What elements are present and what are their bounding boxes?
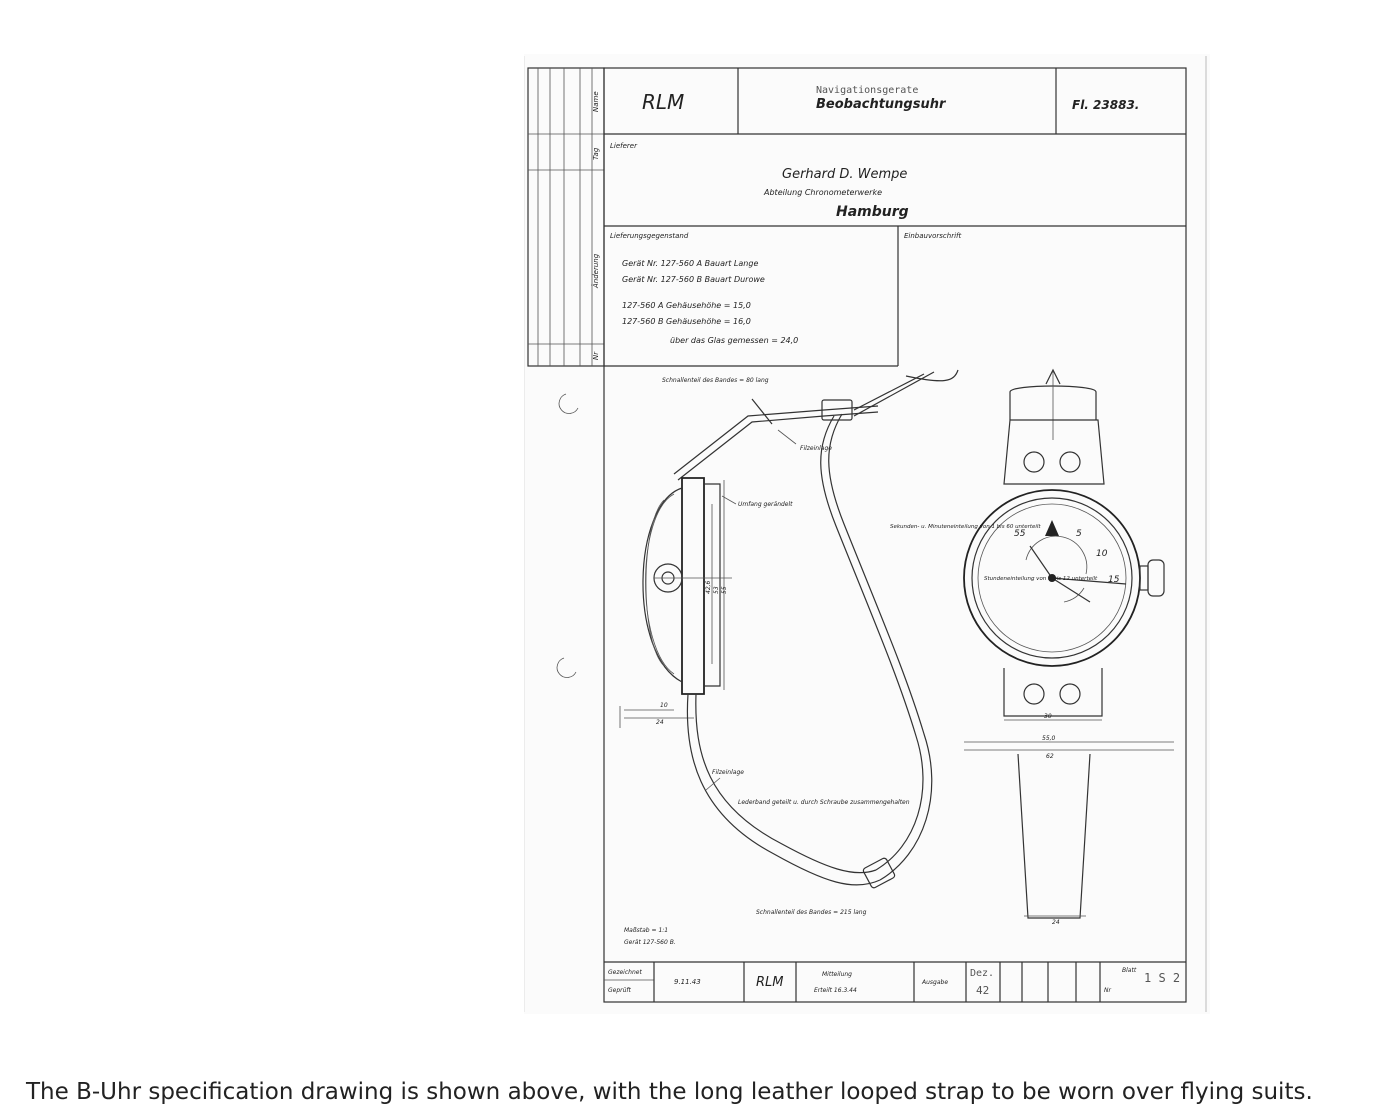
supplier-label: Lieferer: [610, 142, 638, 150]
drawing-frame: [603, 67, 1187, 1003]
specification-drawing: Name Tag Änderung Nr RLM Navigationsgera…: [524, 54, 1210, 1014]
footer-drawn: Gezeichnet: [608, 969, 642, 976]
dim-front-2: 55,0: [1042, 735, 1056, 742]
revision-strip: Name Tag Änderung Nr: [527, 67, 605, 367]
note-felt-pad-top: Filzeinlage: [800, 445, 832, 452]
title-name: Beobachtungsuhr: [816, 97, 947, 112]
note-felt-pad-bottom: Filzeinlage: [712, 769, 744, 776]
dim-dial-1: 42,6: [705, 580, 712, 594]
dial-55: 55: [1014, 529, 1026, 539]
title-authority: RLM: [642, 90, 684, 114]
footer-sheet-label: Blatt: [1122, 967, 1137, 974]
note-long-strap: Schnallenteil des Bandes = 215 lang: [756, 909, 867, 916]
supplier-city: Hamburg: [836, 204, 909, 220]
dial-15: 15: [1108, 575, 1120, 585]
footer-sheet-value: 1 S 2: [1144, 971, 1180, 985]
note-seconds-dial: Sekunden- u. Minuteneinteilung von 1 bis…: [890, 524, 1041, 530]
dim-strap: 24: [1052, 919, 1060, 926]
supplier-name: Gerhard D. Wempe: [782, 167, 907, 182]
margin-label-name: Name: [592, 91, 600, 112]
dim-front-1: 30: [1044, 713, 1052, 720]
front-view: 55 5 10 15 30 55,0 62 24 Sekunden- u. Mi…: [890, 368, 1174, 926]
footer-department-sub: Erteilt 16.3.44: [814, 987, 857, 994]
footer-issue-month: Dez.: [970, 968, 994, 979]
side-view: Schnallenteil des Bandes = 80 lang Filze…: [619, 369, 959, 916]
footer-issue-year: 42: [976, 984, 989, 997]
spec-line-3: 127-560 A Gehäusehöhe = 15,0: [622, 301, 751, 310]
scale-note: Maßstab = 1:1: [624, 927, 668, 934]
installation-label: Einbauvorschrift: [904, 232, 961, 240]
note-hour-dial: Stundeneinteilung von 1 bis 12 unterteil…: [984, 576, 1098, 582]
punch-hole-top: [558, 393, 579, 414]
dim-side-2: 24: [656, 719, 664, 726]
title-category: Navigationsgerate: [816, 85, 918, 96]
device-note: Gerät 127-560 B.: [624, 939, 676, 946]
spec-list: Gerät Nr. 127-560 A Bauart Lange Gerät N…: [622, 259, 798, 345]
note-knurled: Umfang gerändelt: [738, 501, 793, 508]
footer-issued: Ausgabe: [921, 979, 948, 986]
figure-caption: The B-Uhr specification drawing is shown…: [26, 1079, 1313, 1105]
dim-dial-3: 55: [721, 586, 728, 594]
spec-line-4: 127-560 B Gehäusehöhe = 16,0: [622, 317, 751, 326]
title-block: RLM Navigationsgerate Beobachtungsuhr Fl…: [604, 68, 1186, 367]
spec-line-5: über das Glas gemessen = 24,0: [670, 336, 798, 345]
dim-side-1: 10: [660, 702, 668, 709]
punch-hole-bottom: [556, 657, 577, 678]
spec-line-1: Gerät Nr. 127-560 A Bauart Lange: [622, 259, 758, 268]
footer-department: Mitteilung: [822, 971, 852, 978]
margin-label-change: Änderung: [591, 253, 600, 289]
spec-line-2: Gerät Nr. 127-560 B Bauart Durowe: [622, 275, 765, 284]
footer-authority: RLM: [756, 975, 784, 990]
footer-block: Gezeichnet Geprüft 9.11.43 RLM Mitteilun…: [604, 961, 1186, 1002]
delivery-item-label: Lieferungsgegenstand: [610, 232, 689, 240]
margin-label-number: Nr: [592, 351, 600, 360]
margin-label-day: Tag: [592, 147, 600, 160]
footer-checked: Geprüft: [608, 987, 632, 994]
note-leather-strap: Lederband geteilt u. durch Schraube zusa…: [738, 799, 910, 806]
drawing-number: Fl. 23883.: [1072, 98, 1139, 112]
note-short-strap: Schnallenteil des Bandes = 80 lang: [662, 377, 769, 384]
footer-sheet-no: Nr: [1104, 987, 1111, 994]
footer-date: 9.11.43: [674, 978, 701, 986]
dial-5: 5: [1076, 529, 1082, 539]
dim-dial-2: 53: [713, 586, 720, 594]
supplier-department: Abteilung Chronometerwerke: [763, 188, 882, 197]
dim-front-3: 62: [1046, 753, 1054, 760]
dial-10: 10: [1096, 549, 1108, 559]
